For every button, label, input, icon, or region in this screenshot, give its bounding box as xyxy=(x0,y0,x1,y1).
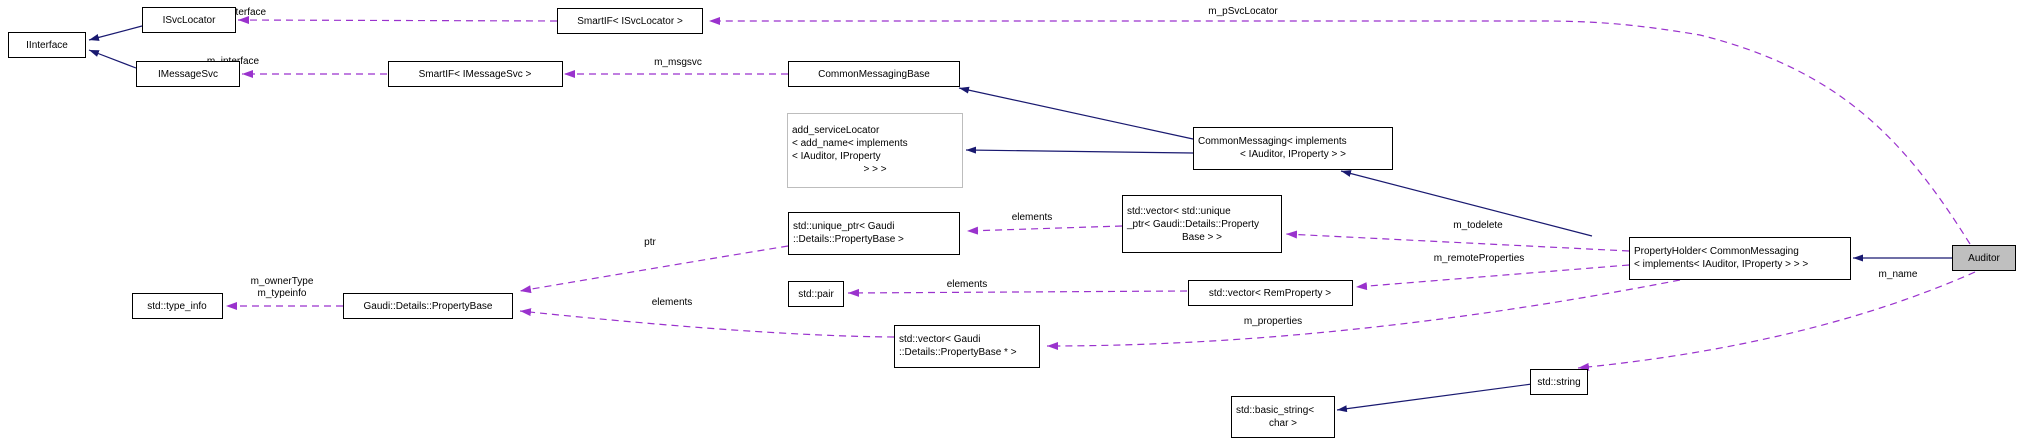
node-label: CommonMessaging< implements xyxy=(1198,136,1347,147)
node-add-servicelocator[interactable]: add_serviceLocator < add_name< implements… xyxy=(787,112,963,188)
node-label: ::Details::PropertyBase > xyxy=(793,234,904,245)
node-iinterface[interactable]: IInterface xyxy=(8,32,86,58)
edge-m-interface-isvclocator xyxy=(237,16,558,25)
node-propertyholder[interactable]: PropertyHolder< CommonMessaging < impleme… xyxy=(1629,236,1851,280)
edge-label-m-msgsvc: m_msgsvc xyxy=(654,57,702,68)
node-label: IInterface xyxy=(26,39,68,51)
node-label: < implements< IAuditor, IProperty > > > xyxy=(1634,259,1809,270)
node-commonmessaging[interactable]: CommonMessaging< implements < IAuditor, I… xyxy=(1193,126,1393,170)
node-vector-unique-ptr[interactable]: std::vector< std::unique_ptr< Gaudi::Det… xyxy=(1122,195,1282,253)
node-label: > > > xyxy=(863,164,887,175)
node-auditor: Auditor xyxy=(1952,245,2016,271)
node-label: std::basic_string< xyxy=(1236,405,1315,416)
node-label: Base > > xyxy=(1181,231,1223,243)
edge-label-ptr: ptr xyxy=(644,237,656,248)
node-label: _ptr< Gaudi::Details::Property xyxy=(1127,218,1260,230)
edge-label-m-properties: m_properties xyxy=(1243,316,1303,327)
node-label: std::unique_ptr< Gaudi xyxy=(793,221,895,232)
node-label: SmartIF< IMessageSvc > xyxy=(418,68,532,80)
node-label: PropertyHolder< CommonMessaging xyxy=(1634,246,1799,257)
edge-m-properties xyxy=(1046,279,1681,350)
edge-label-m-name: m_name xyxy=(1878,269,1918,280)
edge-string-to-basic-string xyxy=(1336,383,1533,413)
node-basic-string[interactable]: std::basic_string<char > xyxy=(1231,396,1335,438)
node-label: char > xyxy=(1268,418,1298,429)
edge-label-m-todelete: m_todelete xyxy=(1453,220,1503,231)
node-label: ::Details::PropertyBase * > xyxy=(899,347,1017,358)
edge-commonmessaging-to-commonmessagingbase xyxy=(958,86,1194,140)
node-label: add_serviceLocator xyxy=(792,125,880,136)
node-isvclocator[interactable]: ISvcLocator xyxy=(142,7,236,33)
node-label: std::vector< Gaudi xyxy=(899,334,981,345)
edge-m-psvclocator xyxy=(709,17,1971,245)
edge-propertyholder-to-commonmessaging xyxy=(1340,170,1593,237)
node-type-info[interactable]: std::type_info xyxy=(131,293,223,319)
edge-ptr xyxy=(519,245,789,294)
edge-label-elements-propertybase: elements xyxy=(651,297,693,308)
edge-label-elements-unique-ptr: elements xyxy=(1011,212,1053,223)
node-label: ISvcLocator xyxy=(162,14,216,26)
edge-m-name xyxy=(1577,271,1976,371)
edge-elements-propertybase xyxy=(519,308,895,338)
node-smartif-isvclocator[interactable]: SmartIF< ISvcLocator > xyxy=(557,8,703,34)
node-label: < IAuditor, IProperty xyxy=(792,151,881,162)
edge-elements-unique-ptr xyxy=(966,225,1123,235)
node-label: std::string xyxy=(1537,376,1581,388)
edge-label-m-remoteproperties: m_remoteProperties xyxy=(1433,253,1525,264)
node-smartif-imessagesvc[interactable]: SmartIF< IMessageSvc > xyxy=(387,61,563,87)
node-label: IMessageSvc xyxy=(157,68,219,80)
node-label: CommonMessagingBase xyxy=(818,68,930,80)
node-label: std::type_info xyxy=(147,300,207,312)
node-unique-ptr[interactable]: std::unique_ptr< Gaudi::Details::Propert… xyxy=(788,211,960,255)
node-string[interactable]: std::string xyxy=(1530,369,1588,395)
node-propertybase[interactable]: Gaudi::Details::PropertyBase xyxy=(343,293,513,319)
node-label: std::vector< RemProperty > xyxy=(1208,287,1332,299)
node-label: std::pair xyxy=(798,288,834,300)
edge-elements-pair xyxy=(847,288,1188,297)
edge-label-elements-pair: elements xyxy=(946,279,988,290)
edge-isvclocator-to-iinterface xyxy=(88,25,143,41)
edge-label-m-psvclocator: m_pSvcLocator xyxy=(1208,6,1278,17)
edge-m-todelete xyxy=(1285,230,1630,252)
node-label: Gaudi::Details::PropertyBase xyxy=(363,300,493,312)
node-pair[interactable]: std::pair xyxy=(788,281,844,307)
edge-commonmessaging-to-add-servicelocator xyxy=(965,146,1194,154)
node-commonmessagingbase[interactable]: CommonMessagingBase xyxy=(788,61,960,87)
node-vector-remproperty[interactable]: std::vector< RemProperty > xyxy=(1187,280,1353,306)
node-label: std::vector< std::unique xyxy=(1127,205,1231,217)
node-imessagesvc[interactable]: IMessageSvc xyxy=(136,61,240,87)
edge-imessagesvc-to-iinterface xyxy=(88,49,137,69)
edge-m-remoteproperties xyxy=(1355,264,1630,291)
edge-label-m-interface-isvclocator: m_interface xyxy=(213,7,267,18)
node-label: Auditor xyxy=(1968,252,2000,264)
node-label: < add_name< implements xyxy=(792,138,908,149)
node-label: SmartIF< ISvcLocator > xyxy=(577,15,683,27)
node-label: < IAuditor, IProperty > > xyxy=(1240,149,1346,160)
node-vector-propertybase-ptr[interactable]: std::vector< Gaudi::Details::PropertyBas… xyxy=(894,324,1040,368)
